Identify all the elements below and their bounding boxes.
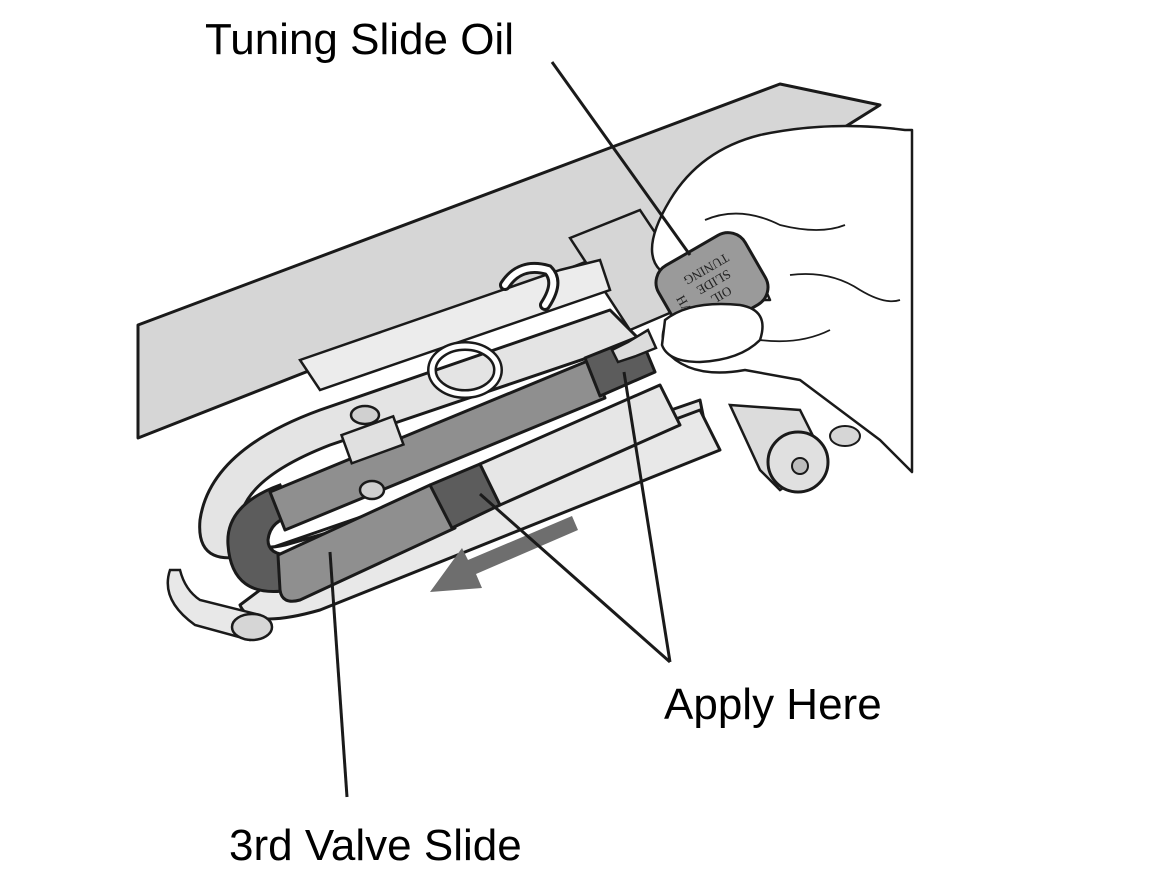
upper-rail <box>298 258 612 392</box>
thumb <box>660 302 764 364</box>
slide-stop-block <box>339 414 406 465</box>
leader-line-valve-slide <box>328 551 349 798</box>
valve-slide-lower-tube <box>276 483 457 603</box>
slide-stop-screw <box>358 479 386 501</box>
label-third-valve-slide: 3rd Valve Slide <box>229 821 522 870</box>
valve-slide-upper-tube <box>268 358 607 532</box>
leader-line-apply-upper <box>622 371 672 663</box>
label-tuning-slide-oil: Tuning Slide Oil <box>205 15 514 64</box>
bottle-nozzle <box>610 328 658 364</box>
leader-line-apply-lower <box>479 492 671 664</box>
arrow-left-down-icon <box>430 516 578 592</box>
leader-line-oil <box>550 61 692 256</box>
label-apply-here: Apply Here <box>664 680 882 729</box>
